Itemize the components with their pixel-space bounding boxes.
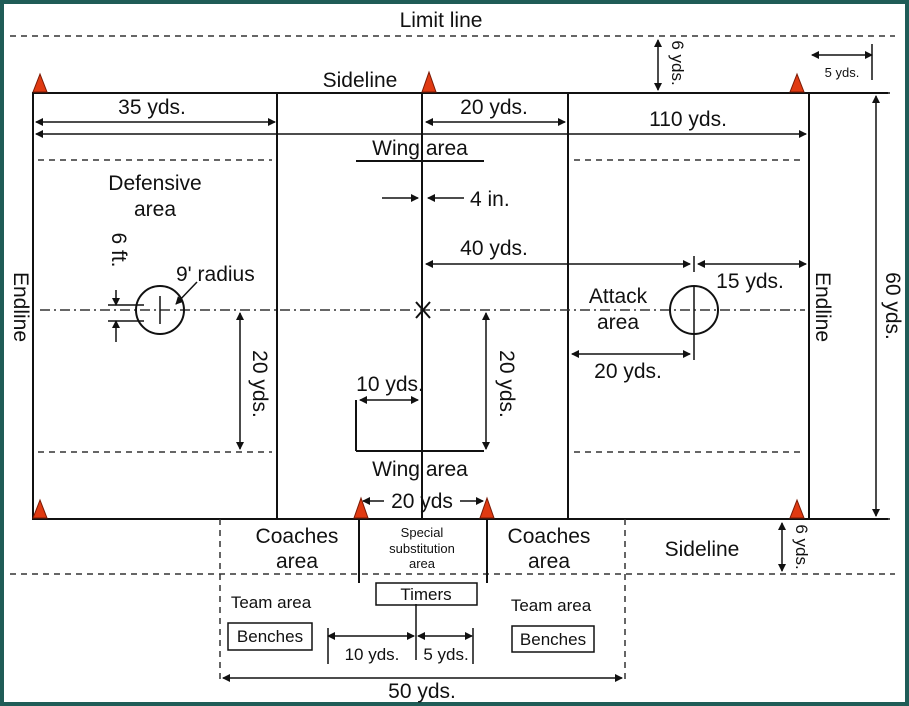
defensive-area-label-1: Defensive [108,172,201,195]
six-yds-top-label: 6 yds. [668,40,687,85]
sideline-top-label: Sideline [323,69,398,92]
six-ft-label: 6 ft. [107,232,130,267]
radius-label: 9' radius [176,263,255,286]
sixty-yds-label: 60 yds. [881,272,904,340]
twenty-yds-attack-label: 20 yds. [594,360,662,383]
sideline-bottom-label: Sideline [665,538,740,561]
benches-box-right [511,625,595,653]
timers-label: Timers [400,585,451,604]
coaches-area-right-label-1: Coaches [508,525,591,548]
special-sub-label-2: substitution [389,541,455,556]
fifty-yds-label: 50 yds. [388,680,456,703]
endline-left-label: Endline [9,272,32,342]
cone-icon [479,496,495,519]
attack-area-label-2: area [597,311,639,334]
attack-area-label-1: Attack [589,285,648,308]
timers-box [375,582,478,606]
cone-icon [421,70,437,93]
endline-right-label: Endline [811,272,834,342]
twenty-yds-top-label: 20 yds. [460,96,528,119]
special-sub-label-3: area [409,556,436,571]
one-ten-yds-label: 110 yds. [649,108,727,131]
cone-icon [32,498,48,519]
benches-box-left [227,622,313,651]
ten-yds-wing-label: 10 yds. [356,373,424,396]
team-area-right-label: Team area [511,596,592,615]
five-yds-bench-label: 5 yds. [423,645,468,664]
four-in-label: 4 in. [470,188,510,211]
twenty-yds-center-label: 20 yds. [495,350,518,418]
coaches-area-left-label-1: Coaches [256,525,339,548]
benches-right-label: Benches [520,630,586,649]
benches-left-label: Benches [237,627,303,646]
ten-yds-bench-label: 10 yds. [345,645,400,664]
cone-icon [789,72,805,93]
wing-area-bottom-label: Wing area [372,458,468,481]
six-yds-bottom-label: 6 yds. [792,524,811,569]
fifteen-yds-label: 15 yds. [716,270,784,293]
forty-yds-label: 40 yds. [460,237,528,260]
coaches-area-right-label-2: area [528,550,570,573]
twenty-yds-left-label: 20 yds. [248,350,271,418]
defensive-crease-circle [135,285,185,335]
radius-arrow [175,281,198,305]
cone-icon [789,498,805,519]
defensive-area-label-2: area [134,198,176,221]
cone-icon [32,72,48,93]
special-sub-label-1: Special [401,525,444,540]
wing-area-top-label: Wing area [372,137,468,160]
limit-line-label: Limit line [400,9,483,32]
thirty-five-yds-label: 35 yds. [118,96,186,119]
five-yds-label: 5 yds. [825,65,860,80]
coaches-area-left-label-2: area [276,550,318,573]
team-area-left-label: Team area [231,593,312,612]
cone-icon [353,496,369,519]
twenty-yds-sub-label: 20 yds [391,490,453,513]
